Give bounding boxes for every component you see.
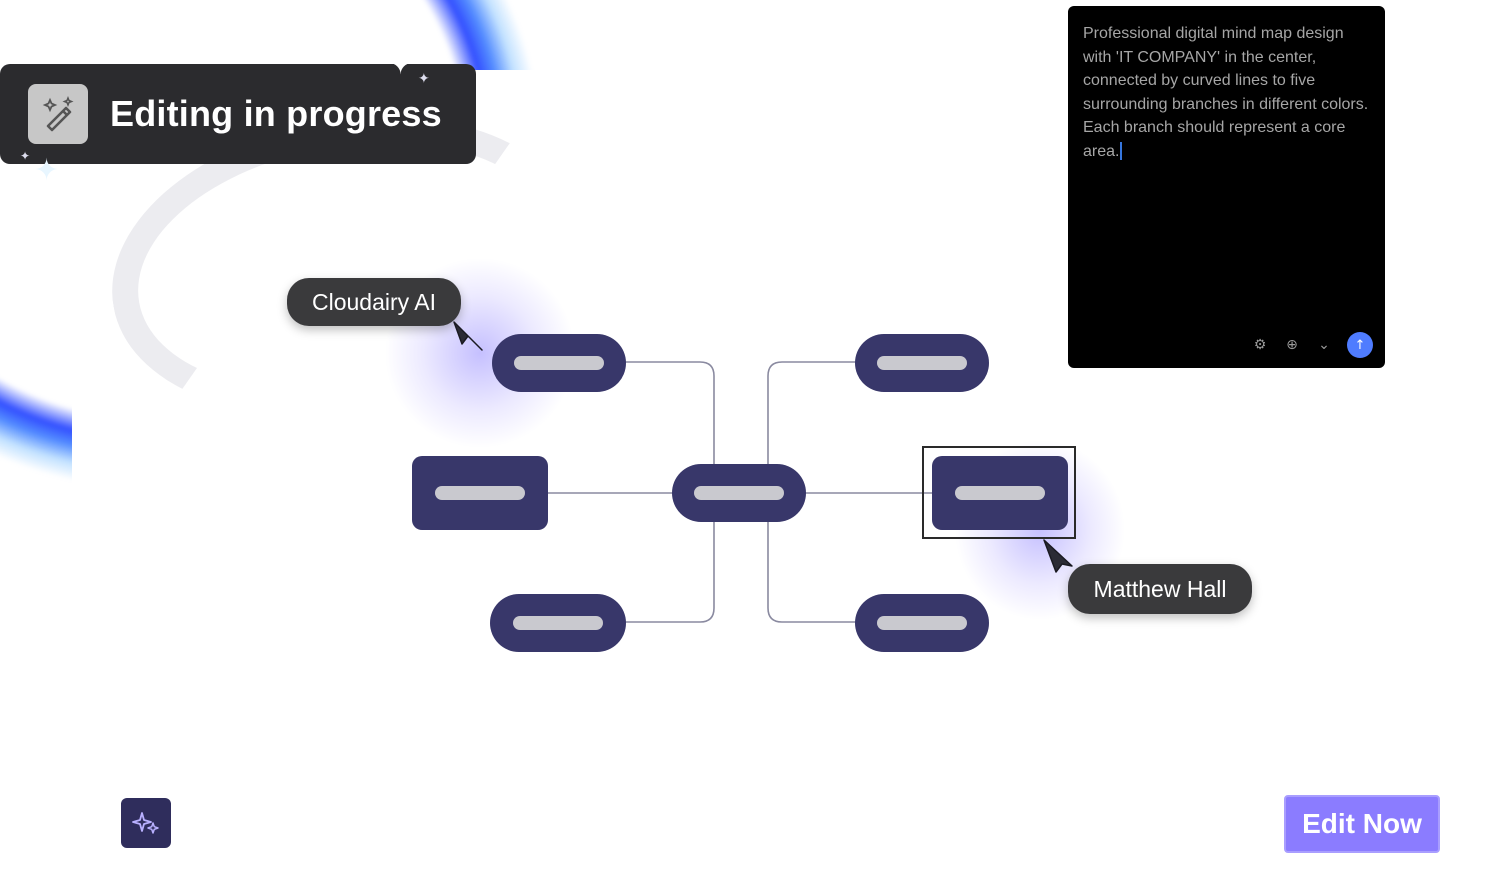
selection-box [922, 446, 1076, 539]
sparkle-small-icon: ✦ [20, 149, 31, 163]
node-label-placeholder [877, 356, 967, 370]
node-label-placeholder [435, 486, 525, 500]
sparkle-icon: ✦ [34, 153, 60, 188]
magic-wand-icon [28, 84, 88, 144]
editing-banner: Editing in progress [0, 64, 476, 164]
sparkle-icon: ✦ [388, 47, 414, 82]
cursor-arrow-icon [453, 321, 483, 351]
cursor-arrow-icon [1043, 539, 1073, 573]
node-label-placeholder [955, 486, 1045, 500]
ai-assistant-button[interactable] [121, 798, 171, 848]
prompt-textarea[interactable]: Professional digital mind map design wit… [1083, 22, 1371, 163]
mind-map-central-node[interactable] [672, 464, 806, 522]
edit-now-button[interactable]: Edit Now [1284, 795, 1440, 853]
settings-icon[interactable]: ⚙ [1253, 337, 1267, 353]
prompt-toolbar: ⚙ ⊕ ⌄ ↑ [1251, 332, 1373, 358]
prompt-text: Professional digital mind map design wit… [1083, 25, 1369, 160]
mind-map-branch-node[interactable] [492, 334, 626, 392]
node-label-placeholder [877, 616, 967, 630]
ai-prompt-panel[interactable]: Professional digital mind map design wit… [1068, 6, 1385, 368]
sparkle-icon [132, 812, 159, 834]
cursor-label-cloudairy-ai: Cloudairy AI [287, 278, 461, 326]
mind-map-branch-node[interactable] [855, 594, 989, 652]
globe-icon[interactable]: ⊕ [1286, 337, 1298, 353]
mind-map-branch-node[interactable] [855, 334, 989, 392]
node-label-placeholder [513, 616, 603, 630]
sparkle-small-icon: ✦ [418, 71, 430, 87]
node-label-placeholder [514, 356, 604, 370]
mind-map-branch-node[interactable] [412, 456, 548, 530]
cursor-label-matthew-hall: Matthew Hall [1068, 564, 1252, 614]
mind-map-branch-node-selected[interactable] [932, 456, 1068, 530]
send-button[interactable]: ↑ [1347, 332, 1373, 358]
node-label-placeholder [694, 486, 784, 500]
text-caret [1120, 142, 1123, 161]
chevron-down-icon[interactable]: ⌄ [1318, 337, 1330, 353]
mind-map-branch-node[interactable] [490, 594, 626, 652]
editing-title: Editing in progress [110, 93, 442, 134]
